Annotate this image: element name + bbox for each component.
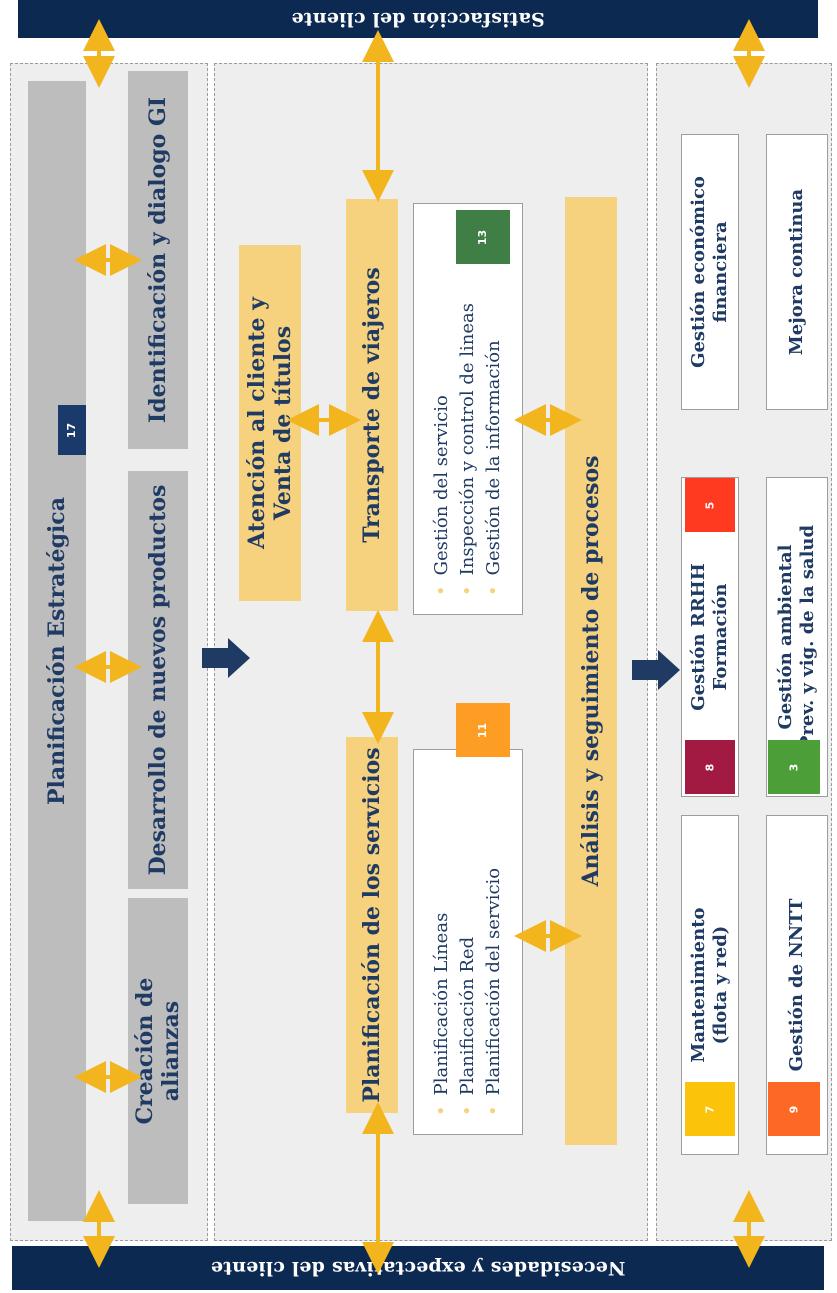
mantenimiento-line-1: Mantenimiento	[687, 907, 709, 1063]
rrhh-line-1: Gestión RRHH	[687, 563, 709, 711]
economica-box: Gestión económico financiera	[681, 134, 739, 410]
planificacion-estrategica-box: Planificación Estratégica	[28, 81, 86, 1221]
transporte-label: Transporte de viajeros	[358, 267, 385, 543]
desarrollo-label: Desarrollo de nuevos productos	[144, 484, 171, 876]
list-item: Inspección y control de lineas	[455, 303, 481, 596]
analisis-label: Análisis y seguimiento de procesos	[577, 455, 604, 887]
mantenimiento-line-2: (flota y red)	[710, 925, 731, 1045]
nntt-label: Gestión de NNTT	[785, 898, 807, 1072]
desarrollo-box: Desarrollo de nuevos productos	[128, 471, 188, 889]
sdg-7-icon: 7	[685, 1082, 735, 1136]
sdg-8-icon: 8	[685, 740, 735, 794]
sdg-5-icon: 5	[685, 478, 735, 532]
creacion-line-1: Creación de	[131, 977, 158, 1125]
list-item: Planificación Red	[455, 937, 481, 1116]
mejora-box: Mejora continua	[766, 134, 828, 410]
satisfaction-label: Satisfacción del cliente	[291, 8, 545, 30]
creacion-line-2: alianzas	[158, 1000, 184, 1102]
customer-needs-bar: Necesidades y expectativas del cliente	[12, 1246, 824, 1290]
atencion-box: Atención al cliente y Venta de títulos	[239, 245, 301, 601]
list-item: Gestión del servicio	[429, 395, 455, 596]
sdg-17-icon: 17	[58, 405, 86, 455]
planificacion-servicios-label: Planificación de los servicios	[358, 747, 385, 1103]
transporte-box: Transporte de viajeros	[346, 199, 398, 611]
ambiental-line-2: Prev. y vig. de la salud	[797, 524, 818, 750]
identificacion-label: Identificación y dialogo GI	[144, 96, 171, 424]
satisfaction-bar: Satisfacción del cliente	[18, 0, 818, 38]
ambiental-line-1: Gestión ambiental	[774, 544, 796, 730]
planificacion-servicios-box: Planificación de los servicios	[346, 737, 398, 1113]
atencion-line-1: Atención al cliente y	[243, 297, 270, 549]
rrhh-line-2: Formación	[710, 583, 731, 691]
economica-line-1: Gestión económico	[687, 176, 709, 368]
customer-needs-label: Necesidades y expectativas del cliente	[210, 1257, 626, 1279]
sdg-3-number: 3	[787, 763, 801, 771]
planificacion-items: Planificación Líneas Planificación Red P…	[413, 749, 523, 1135]
list-item: Planificación del servicio	[481, 868, 507, 1116]
atencion-line-2: Venta de títulos	[270, 325, 296, 521]
sdg-7-number: 7	[703, 1105, 717, 1113]
mejora-label: Mejora continua	[785, 188, 807, 356]
list-item: Planificación Líneas	[429, 913, 455, 1116]
planificacion-estrategica-label: Planificación Estratégica	[43, 497, 70, 805]
sdg-13-icon: 13	[456, 210, 510, 264]
sdg-13-number: 13	[476, 229, 490, 245]
creacion-alianzas-box: Creación de alianzas	[128, 898, 188, 1204]
transporte-items: Gestión del servicio Inspección y contro…	[413, 203, 523, 615]
sdg-8-number: 8	[703, 763, 717, 771]
sdg-9-number: 9	[787, 1105, 801, 1113]
analisis-box: Análisis y seguimiento de procesos	[565, 197, 617, 1145]
sdg-17-number: 17	[65, 422, 79, 438]
sdg-3-icon: 3	[768, 740, 820, 794]
sdg-5-number: 5	[703, 501, 717, 509]
sdg-9-icon: 9	[768, 1082, 820, 1136]
list-item: Gestión de la información	[481, 340, 507, 596]
economica-line-2: financiera	[710, 221, 731, 323]
sdg-11-icon: 11	[456, 703, 510, 757]
identificacion-box: Identificación y dialogo GI	[128, 71, 188, 449]
sdg-11-number: 11	[476, 722, 490, 738]
